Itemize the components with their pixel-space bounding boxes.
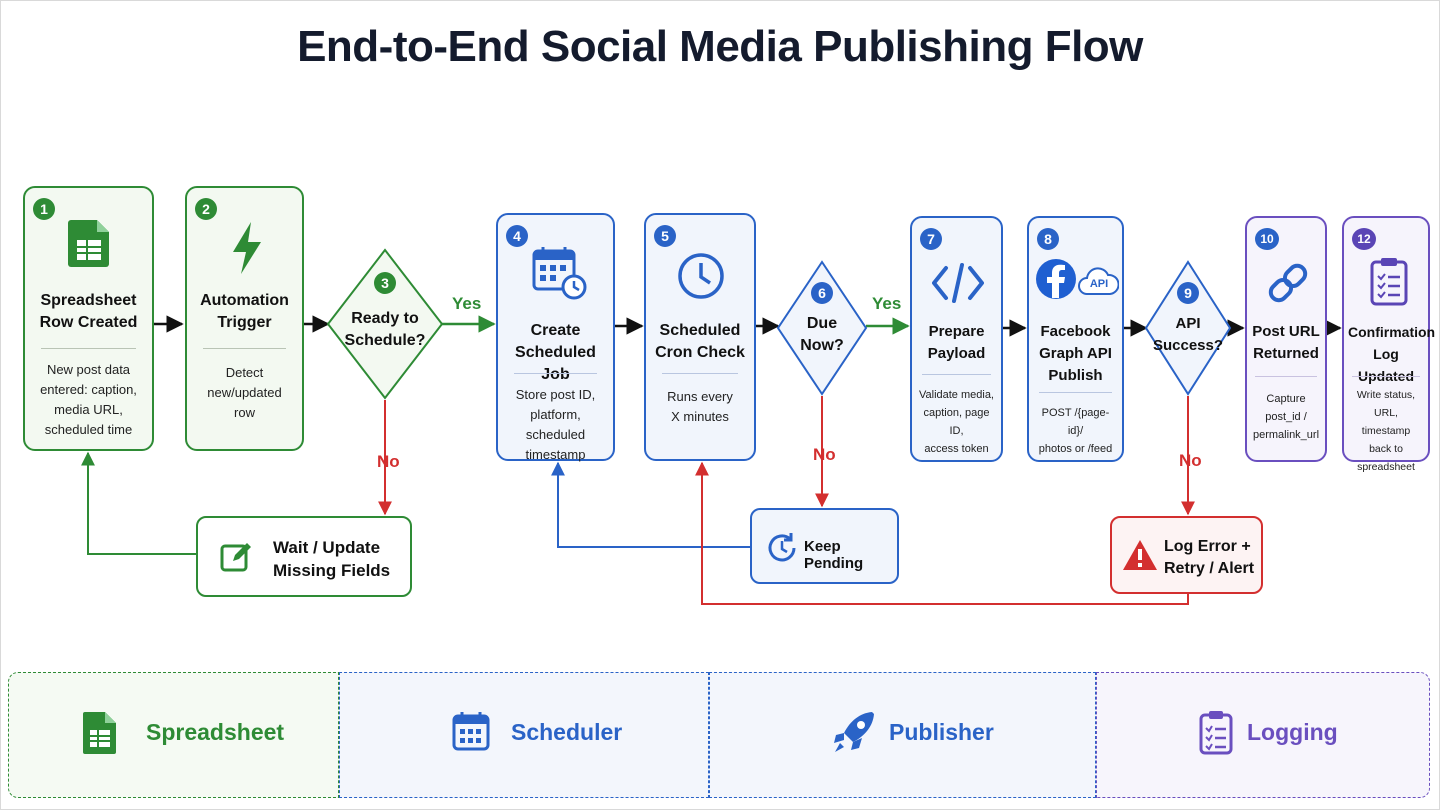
step-12-separator <box>1352 376 1420 377</box>
step-1-number: 1 <box>33 198 55 220</box>
step-3-number: 3 <box>374 272 396 294</box>
arrow-wait-to-1 <box>81 451 196 555</box>
yes-label-6: Yes <box>872 294 902 313</box>
step-5-separator <box>662 373 738 374</box>
legend-publisher-label: Publisher <box>889 719 994 745</box>
log-error-label: Log Error +Retry / Alert <box>1164 538 1255 577</box>
yes-label-3: Yes <box>452 294 482 313</box>
api-badge: API <box>1089 278 1109 290</box>
edit-icon <box>220 543 251 572</box>
legend-logging: Logging <box>1096 672 1430 798</box>
step-8-description: POST /{page-id}/photos or /feed <box>1038 407 1113 455</box>
step-8-number: 8 <box>1037 228 1059 250</box>
api-cloud-icon <box>1078 267 1119 295</box>
legend-spreadsheet: Spreadsheet <box>8 672 339 798</box>
step-7-number: 7 <box>920 228 942 250</box>
step-5-number: 5 <box>654 225 676 247</box>
step-4-separator <box>514 373 597 374</box>
legend-scheduler: Scheduler <box>339 672 709 798</box>
step-7-separator <box>922 374 991 375</box>
legend-publisher: Publisher <box>709 672 1096 798</box>
legend-scheduler-label: Scheduler <box>511 719 623 745</box>
step-9-number: 9 <box>1177 282 1199 304</box>
calendar-clock-icon <box>532 247 587 300</box>
legend-spreadsheet-icon <box>83 712 116 754</box>
legend-spreadsheet-label: Spreadsheet <box>146 719 285 745</box>
spreadsheet-icon <box>68 220 109 267</box>
step-2-number: 2 <box>195 198 217 220</box>
keep-pending-box: Keep Pending <box>750 508 899 584</box>
log-error-box: Log Error +Retry / Alert <box>1110 516 1263 594</box>
code-icon <box>932 263 984 303</box>
step-10-description: Capture post_id /permalink_url <box>1253 393 1320 441</box>
decision-3-shape <box>326 248 444 400</box>
diagram-title: End-to-End Social Media Publishing Flow <box>297 22 1143 71</box>
pending-clock-icon <box>768 533 796 562</box>
step-12-number: 12 <box>1352 228 1376 250</box>
no-label-6: No <box>813 445 836 464</box>
step-4-number: 4 <box>506 225 528 247</box>
decision-6-shape <box>776 260 868 396</box>
clipboard-icon <box>1370 258 1408 306</box>
step-10-separator <box>1255 376 1317 377</box>
step-8-separator <box>1039 392 1112 393</box>
arrow-retry-to-5 <box>695 461 1189 605</box>
warning-icon <box>1123 540 1157 570</box>
step-1-separator <box>41 348 136 349</box>
arrow-pending-to-4 <box>551 461 750 548</box>
clock-icon <box>678 253 724 299</box>
lightning-icon <box>233 222 261 274</box>
legend-rocket-icon <box>834 712 874 752</box>
no-label-9: No <box>1179 451 1202 470</box>
keep-pending-label: Keep Pending <box>804 538 864 572</box>
decision-9-shape <box>1144 260 1232 396</box>
no-label-3: No <box>377 452 400 471</box>
step-10-number: 10 <box>1255 228 1279 250</box>
step-2-separator <box>203 348 286 349</box>
step-6-number: 6 <box>811 282 833 304</box>
step-7-description: Validate media,caption, page ID,access t… <box>918 389 994 455</box>
link-icon <box>1268 263 1308 303</box>
legend-clipboard-icon <box>1199 711 1233 755</box>
facebook-icon <box>1036 259 1076 299</box>
legend-calendar-icon <box>452 712 490 751</box>
legend-logging-label: Logging <box>1247 719 1338 745</box>
